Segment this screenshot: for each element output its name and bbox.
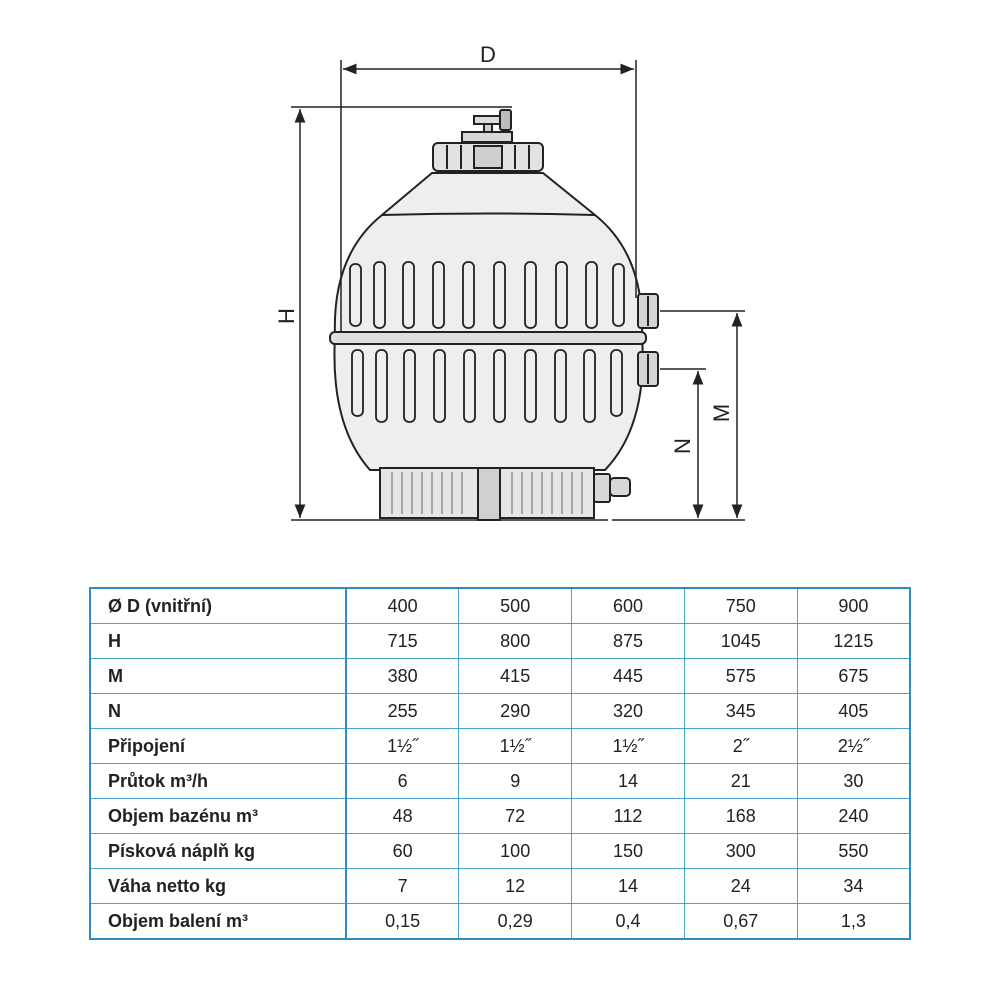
table-cell: 48 bbox=[346, 798, 460, 834]
table-cell: 1½˝ bbox=[346, 728, 460, 764]
table-cell: 750 bbox=[684, 588, 798, 624]
table-cell: 300 bbox=[684, 833, 798, 869]
row-label: Připojení bbox=[90, 728, 347, 764]
row-label: Průtok m³/h bbox=[90, 763, 347, 799]
lower-ribs bbox=[351, 349, 623, 423]
table-cell: 405 bbox=[797, 693, 910, 729]
row-label: N bbox=[90, 693, 347, 729]
table-cell: 320 bbox=[571, 693, 685, 729]
table-row: H 715 800 875 1045 1215 bbox=[90, 623, 910, 659]
table-cell: 34 bbox=[797, 868, 910, 904]
table-cell: 800 bbox=[458, 623, 573, 659]
dimension-m-label: M bbox=[709, 404, 734, 422]
table-cell: 600 bbox=[571, 588, 685, 624]
top-cap bbox=[432, 142, 544, 172]
tank-flange bbox=[329, 331, 647, 345]
row-label: Objem bazénu m³ bbox=[90, 798, 347, 834]
table-cell: 14 bbox=[571, 868, 685, 904]
filter-dimension-drawing: D H M N bbox=[274, 42, 745, 521]
dimension-n-label: N bbox=[670, 438, 695, 454]
table-cell: 2˝ bbox=[684, 728, 798, 764]
table-cell: 7 bbox=[346, 868, 460, 904]
table-cell: 24 bbox=[684, 868, 798, 904]
specification-table: Ø D (vnitřní) 400 500 600 750 900 H 715 … bbox=[89, 587, 911, 940]
table-row: Ø D (vnitřní) 400 500 600 750 900 bbox=[90, 588, 910, 624]
table-row: M 380 415 445 575 675 bbox=[90, 658, 910, 694]
row-label: M bbox=[90, 658, 347, 694]
table-cell: 675 bbox=[797, 658, 910, 694]
table-cell: 575 bbox=[684, 658, 798, 694]
table-cell: 0,29 bbox=[458, 903, 573, 939]
table-cell: 1,3 bbox=[840, 910, 866, 931]
table-cell: 380 bbox=[346, 658, 460, 694]
tank-base bbox=[379, 467, 595, 521]
sand-filter-tank bbox=[329, 109, 659, 521]
table-cell: 240 bbox=[797, 798, 910, 834]
table-cell: 0,15 bbox=[346, 903, 460, 939]
table-cell: 500 bbox=[458, 588, 573, 624]
table-cell: 550 bbox=[797, 833, 910, 869]
table-cell: 150 bbox=[571, 833, 685, 869]
table-cell: 60 bbox=[346, 833, 460, 869]
table-cell: 400 bbox=[346, 588, 460, 624]
table-cell: 168 bbox=[684, 798, 798, 834]
table-cell: 255 bbox=[346, 693, 460, 729]
table-cell: 1½˝ bbox=[571, 728, 685, 764]
table-cell: 14 bbox=[571, 763, 685, 799]
table-cell: 6 bbox=[346, 763, 460, 799]
dimension-d-label: D bbox=[480, 42, 496, 67]
table-cell: 1045 bbox=[684, 623, 798, 659]
table-row: Průtok m³/h 6 9 14 21 30 bbox=[90, 763, 910, 799]
table-row: Váha netto kg 7 12 14 24 34 bbox=[90, 868, 910, 904]
table-row: Připojení 1½˝ 1½˝ 1½˝ 2˝ 2½˝ bbox=[90, 728, 910, 764]
table-cell: 0,67 bbox=[684, 903, 798, 939]
table-cell: 445 bbox=[571, 658, 685, 694]
table-cell: 2½˝ bbox=[797, 728, 910, 764]
row-label: Písková náplň kg bbox=[90, 833, 347, 869]
table-row: Písková náplň kg 60 100 150 300 550 bbox=[90, 833, 910, 869]
table-row: N 255 290 320 345 405 bbox=[90, 693, 910, 729]
table-cell: 875 bbox=[571, 623, 685, 659]
row-label: H bbox=[90, 623, 347, 659]
table-cell: 21 bbox=[684, 763, 798, 799]
table-cell: 100 bbox=[458, 833, 573, 869]
upper-ribs bbox=[349, 261, 625, 329]
dimension-h-label: H bbox=[274, 308, 299, 324]
dimension-lines bbox=[291, 60, 745, 521]
table-cell: 112 bbox=[571, 798, 685, 834]
table-cell: 900 bbox=[797, 588, 910, 624]
table-row: Objem bazénu m³ 48 72 112 168 240 bbox=[90, 798, 910, 834]
side-connections bbox=[637, 293, 659, 387]
table-cell: 715 bbox=[346, 623, 460, 659]
top-valve bbox=[461, 109, 513, 143]
row-label: Ø D (vnitřní) bbox=[90, 588, 347, 624]
table-cell: 0,4 bbox=[571, 903, 685, 939]
table-cell: 9 bbox=[458, 763, 573, 799]
table-cell: 415 bbox=[458, 658, 573, 694]
table-cell: 30 bbox=[797, 763, 910, 799]
table-cell: 1215 bbox=[797, 623, 910, 659]
row-label: Váha netto kg bbox=[90, 868, 347, 904]
table-cell: 1½˝ bbox=[458, 728, 573, 764]
table-cell: 345 bbox=[684, 693, 798, 729]
table-row: Objem balení m³ 0,15 0,29 0,4 0,67 1,3 bbox=[90, 903, 910, 939]
drain-plug bbox=[593, 473, 631, 503]
row-label: Objem balení m³ bbox=[90, 903, 347, 939]
table-cell: 12 bbox=[458, 868, 573, 904]
table-cell: 72 bbox=[458, 798, 573, 834]
table-cell: 290 bbox=[458, 693, 573, 729]
